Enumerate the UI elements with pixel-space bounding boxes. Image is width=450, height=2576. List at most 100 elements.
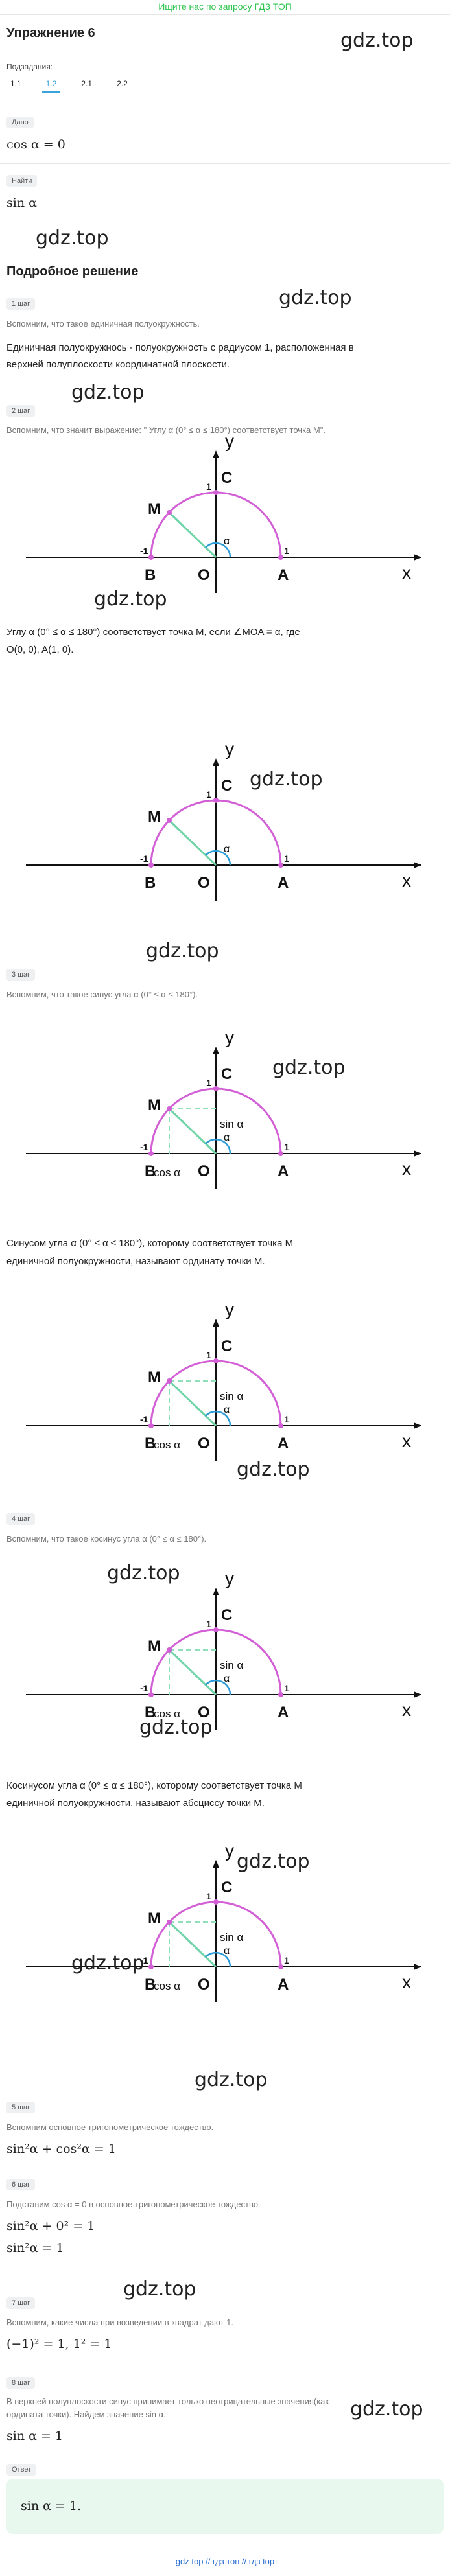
point-a [278,1692,283,1697]
y-axis-label: y [225,739,234,759]
x-axis-label: x [402,1700,411,1720]
given-value: cos α = 0 [6,137,65,152]
step-text: Косинусом угла α (0° ≤ α ≤ 180°), которо… [6,1780,302,1791]
top-banner[interactable]: Ищите нас по запросу ГДЗ ТОП [158,1,292,12]
point-c [213,1899,219,1905]
tick-label: 1 [284,1142,289,1152]
watermark: gdz.top [94,588,167,610]
formula: sin²α + cos²α = 1 [6,2142,116,2156]
angle-alpha-arc [205,850,231,866]
tick-label: 1 [284,546,289,556]
footer-links[interactable]: gdz top // гдз топ // гдз top [175,2557,275,2566]
alpha-label: α [224,1673,230,1684]
point-o-label: O [198,1163,210,1180]
answer-label: Ответ [6,2464,37,2476]
point-c [213,1086,219,1091]
tick-label: -1 [140,546,148,556]
cos-label: cos α [154,1439,180,1451]
watermark: gdz.top [146,940,219,962]
point-c-label: C [221,1065,232,1083]
tick-label: -1 [140,1683,148,1693]
angle-alpha-arc [205,1951,231,1967]
step-text: единичной полуокружности, называют ордин… [6,1256,265,1267]
radius-om [168,511,217,559]
point-a-label: A [278,566,289,584]
point-m [167,510,172,515]
point-a-label: A [278,1704,289,1721]
point-m [167,818,172,823]
formula: sin α = 1 [6,2429,64,2443]
y-axis-arrow [213,1047,219,1054]
y-axis-label: y [225,1840,234,1861]
watermark: gdz.top [107,1562,180,1584]
step-label: 8 шаг [6,2377,36,2389]
angle-alpha-arc [205,1410,231,1426]
radius-om [168,819,217,866]
point-m [167,1106,172,1111]
point-c [213,490,219,495]
point-a [278,555,283,560]
step-label: 5 шаг [6,2102,36,2113]
y-axis-arrow [213,758,219,766]
step-note: Вспомним, что такое синус угла α (0° ≤ α… [6,990,198,999]
y-axis-label: y [225,1299,234,1319]
point-m-label: M [148,1910,161,1927]
tick-label: 1 [284,1683,289,1693]
step-label: 1 шаг [6,298,36,310]
watermark: gdz.top [237,1850,310,1873]
step-label: 6 шаг [6,2179,36,2190]
point-a [278,1151,283,1156]
y-axis-arrow [213,1860,219,1868]
y-axis-label: y [225,1027,234,1047]
answer-value: sin α = 1. [21,2499,82,2513]
tick-label: 1 [284,1955,289,1966]
y-axis-arrow [213,1319,219,1327]
watermark: gdz.top [195,2069,268,2091]
watermark: gdz.top [36,227,109,249]
point-m-label: M [148,1369,161,1386]
solution-heading: Подробное решение [6,264,139,279]
point-c [213,798,219,803]
angle-alpha-arc [205,1679,231,1695]
angle-alpha-arc [205,542,231,558]
point-c [213,1358,219,1363]
radius-om [168,1108,217,1155]
point-b [148,863,154,868]
alpha-label: α [224,1132,230,1143]
point-b-label: B [145,1976,156,1993]
step-text: Единичная полуокружнось - полуокружность… [6,342,354,353]
radius-om [168,1380,217,1427]
tick-label: -1 [140,1142,148,1152]
step-label: 2 шаг [6,405,36,417]
divider [0,14,450,15]
watermark: gdz.top [237,1458,310,1481]
tab-2-1[interactable]: 2.1 [81,79,93,88]
tick-label: 1 [206,789,211,800]
tab-1-2[interactable]: 1.2 [41,76,61,93]
point-b-label: B [145,1435,156,1452]
step-label: 3 шаг [6,969,36,981]
point-o-label: O [198,1704,210,1721]
point-c-label: C [221,1338,232,1355]
point-o-label: O [198,1435,210,1452]
step-label: 7 шаг [6,2297,36,2309]
subtasks-label: Подзадания: [6,62,53,71]
point-b-label: B [145,874,156,892]
step-note: Подставим cos α = 0 в основное тригономе… [6,2199,261,2209]
tick-label: 1 [206,1350,211,1360]
point-c [213,1627,219,1632]
tick-label: -1 [140,1955,148,1966]
point-b [148,1151,154,1156]
find-label: Найти [6,175,38,187]
tab-1-1[interactable]: 1.1 [10,79,21,88]
step-note: В верхней полуплоскости синус принимает … [6,2396,329,2406]
x-axis-label: x [402,1431,411,1451]
tab-2-2[interactable]: 2.2 [117,79,128,88]
point-a-label: A [278,1976,289,1993]
point-o-label: O [198,566,210,584]
step-note: Вспомним, какие числа при возведении в к… [6,2317,233,2327]
y-axis-arrow [213,1588,219,1595]
